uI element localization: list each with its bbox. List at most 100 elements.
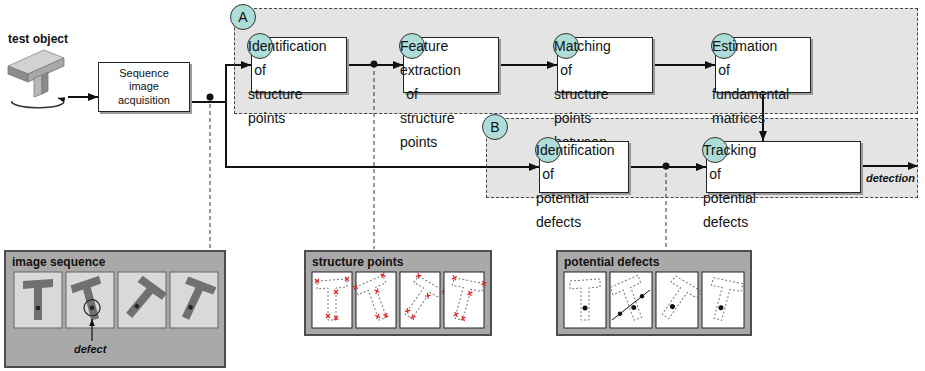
image-sequence-thumbnails [118,272,166,328]
potential-defect-thumbnails [564,272,744,328]
box-label: Identification of potential defects [535,137,561,163]
potential-defect-thumbnails [610,272,652,328]
image-sequence-thumbnails [172,275,217,325]
potential-defect-thumbnails [631,304,637,310]
potential-defect-thumbnails [653,274,701,325]
box-label: Matching of structure points between 2 v… [553,33,579,59]
process-box: Estimation of fundamental matrices [715,37,811,93]
image-sequence-thumbnails [118,274,167,325]
group-panel-fill [234,8,918,114]
image-sequence-thumbnails [134,303,140,309]
structure-point-thumbnails [315,277,349,320]
structure-point-thumbnails [395,271,448,326]
potential-defect-thumbnails [570,279,600,320]
inset-panel-fill [4,250,226,368]
flow-arrow [499,64,557,66]
box-label: Sequence image acquisition [103,67,185,107]
group-panel: AIdentification of structure pointsFeatu… [234,8,918,114]
structure-point-thumbnails [315,277,349,320]
structure-point-thumbnails [312,272,352,328]
image-sequence-thumbnails [23,279,53,320]
image-sequence-thumbnails [14,272,62,328]
structure-point-thumbnails [442,272,486,328]
box-label: Tracking of potential defects [702,137,728,163]
potential-defect-thumbnails [610,275,652,324]
test-object-illustration [42,72,48,94]
flow-arrow [190,65,251,102]
panel-title: potential defects [564,255,659,269]
image-sequence-thumbnails [66,272,114,328]
potential-defect-thumbnails [669,303,676,310]
inset-panel: image sequence [4,250,226,368]
image-sequence-thumbnails [82,298,102,318]
potential-defect-thumbnails [702,272,744,328]
inset-panel-fill [4,250,752,368]
box-label: Feature extraction of structure points [399,33,425,59]
group-badge: B [482,114,508,140]
potential-defect-thumbnails [703,276,743,323]
structure-point-thumbnails [352,273,399,325]
structure-point-thumbnails [396,274,444,325]
junction-dot [663,163,670,170]
test-object-illustration [8,66,28,82]
structure-point-thumbnails [395,271,448,328]
rotation-arrow [12,98,64,108]
flow-arrow [653,64,715,66]
image-sequence-thumbnails [14,272,62,328]
inset-panel: structure points [304,250,492,336]
group-panel: BIdentification of potential defectsTrac… [486,118,918,198]
box-label: Identification of structure points [247,33,273,59]
test-object-illustration [8,50,64,97]
process-box: Feature extraction of structure points [403,37,499,93]
flow-arrow [762,93,764,141]
panel-title: image sequence [12,255,105,269]
leader-line [666,166,667,249]
image-sequence-thumbnails [70,276,110,323]
structure-point-thumbnails [400,272,440,328]
defect-pointer [91,319,92,341]
image-sequence-thumbnails [36,306,40,310]
group-badge: A [230,4,256,30]
panel-title: structure points [312,255,403,269]
potential-defect-thumbnails [610,275,652,324]
process-box: Identification of structure points [251,37,347,93]
potential-defect-thumbnails [612,290,650,320]
process-box: Matching of structure points between 2 v… [557,37,653,93]
structure-point-thumbnails [317,279,347,320]
potential-defect-thumbnails [583,306,588,311]
structure-point-thumbnails [312,271,486,328]
structure-point-thumbnails [352,272,399,328]
inset-panel: potential defects [556,250,752,336]
image-sequence-thumbnails [14,272,218,328]
structure-point-thumbnails [356,272,396,328]
image-sequence-thumbnails [90,305,95,310]
junction-dot [371,61,378,68]
process-box: Identification of potential defects [539,141,629,193]
potential-defect-thumbnails [640,294,644,298]
output-label: detection [866,172,915,184]
potential-defect-thumbnails [610,272,652,328]
group-panel-fill [486,118,918,198]
box-label: Estimation of fundamental matrices [711,33,737,59]
potential-defect-thumbnails [718,305,724,311]
inset-panel-fill [556,250,752,336]
image-sequence-thumbnails [118,274,167,325]
potential-defect-thumbnails [564,272,606,328]
inset-panel-fill [304,250,492,336]
structure-point-thumbnails [352,273,399,325]
structure-point-thumbnails [395,271,448,326]
leader-line [210,97,211,249]
flow-arrow [860,165,918,167]
structure-point-thumbnails [355,275,397,324]
image-sequence-thumbnails [172,275,217,325]
potential-defect-thumbnails [656,272,698,328]
callout-label: defect [74,343,106,355]
junction-dot [207,94,214,101]
structure-point-thumbnails [442,273,486,323]
structure-point-thumbnails [442,273,486,323]
structure-point-thumbnails [444,276,484,323]
image-sequence-thumbnails [23,279,53,320]
group-panel-fill [234,8,918,198]
image-sequence-thumbnails [188,305,193,310]
